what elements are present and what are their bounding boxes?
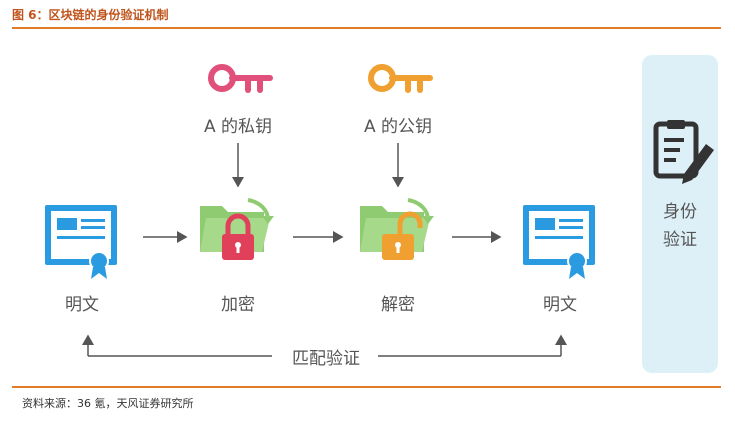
public-key-icon xyxy=(368,64,433,93)
source-note: 资料来源：36 氪，天风证券研究所 xyxy=(22,397,194,410)
plaintext-label-left: 明文 xyxy=(65,295,99,315)
top-rule xyxy=(12,27,721,29)
plaintext-doc-icon-left xyxy=(45,205,117,279)
bottom-rule xyxy=(12,386,721,388)
public-key-label: A 的公钥 xyxy=(363,117,433,137)
private-key-icon xyxy=(208,64,273,93)
match-verification-label: 匹配验证 xyxy=(292,349,360,369)
panel-line-1: 身份 xyxy=(663,202,697,222)
private-key-label: A 的私钥 xyxy=(203,117,273,137)
decrypt-label: 解密 xyxy=(381,295,415,315)
encrypt-folder-lock-icon xyxy=(200,198,274,260)
identity-verification-text: 身份 验证 xyxy=(642,198,718,254)
figure-title: 图 6：区块链的身份验证机制 xyxy=(12,8,169,22)
match-verification-connector xyxy=(82,334,567,357)
encrypt-label: 加密 xyxy=(221,295,255,315)
decrypt-folder-unlock-icon xyxy=(360,198,434,260)
plaintext-label-right: 明文 xyxy=(543,295,577,315)
identity-verification-panel xyxy=(642,55,718,373)
panel-line-2: 验证 xyxy=(663,230,697,250)
plaintext-doc-icon-right xyxy=(523,205,595,279)
